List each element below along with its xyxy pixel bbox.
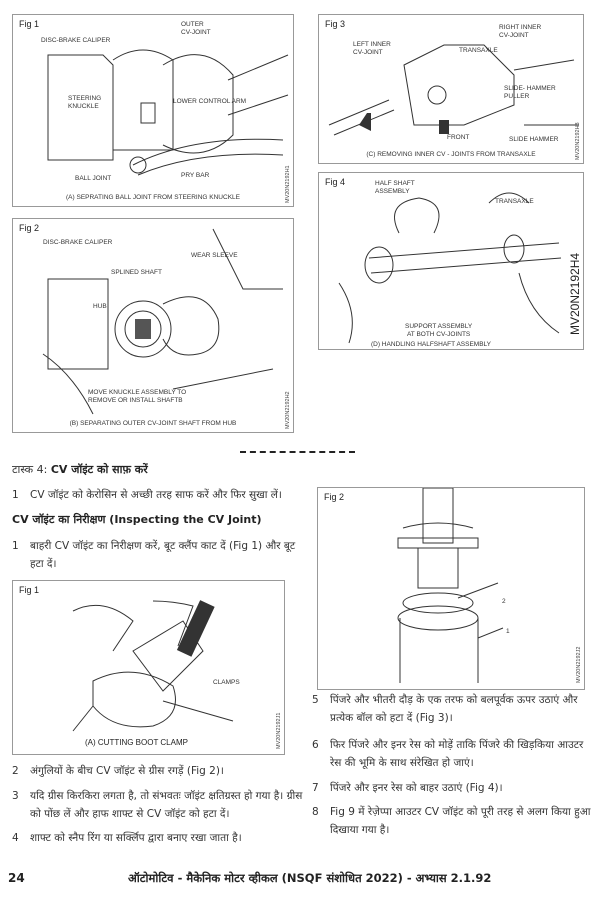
label-pry-bar: PRY BAR <box>181 172 210 179</box>
figure-cutting-boot-clamp: Fig 1 CLAMPS (A) CUTTING BOOT CLAMP MV20… <box>12 580 285 755</box>
hub-illustration <box>42 228 283 415</box>
figure-code: MV20N2192J2 <box>576 646 582 683</box>
figure-caption: (A) SEPRATING BALL JOINT FROM STEERING K… <box>66 194 240 201</box>
figure-caption: (D) HANDLING HALFSHAFT ASSEMBLY <box>370 341 492 348</box>
figure-code: MV20N2192H4 <box>568 252 582 335</box>
right-step: 5 पिंजरे और भीतरी दौड़ के एक तरफ को बलपू… <box>312 691 597 727</box>
right-step: 6 फिर पिंजरे और इनर रेस को मोड़ें ताकि प… <box>312 736 597 772</box>
transaxle-illustration <box>328 44 579 136</box>
label-slide-hammer: SLIDE HAMMER <box>509 136 559 143</box>
step-text: फिर पिंजरे और इनर रेस को मोड़ें ताकि पिं… <box>330 739 584 769</box>
figure-code: MV20N2192H2 <box>285 391 291 429</box>
label-steering-knuckle: STEERING KNUCKLE <box>68 95 102 110</box>
page-number: 24 <box>8 871 25 885</box>
step-number: 1 <box>12 489 19 501</box>
footer-title: ऑटोमोटिव - मैकेनिक मोटर व्हीकल (NSQF संश… <box>128 871 492 885</box>
label-move-knuckle: MOVE KNUCKLE ASSEMBLY TO REMOVE OR INSTA… <box>88 389 187 404</box>
step-text: यदि ग्रीस किरकिरा लगता है, तो संभवतः जॉइ… <box>30 790 303 820</box>
boot-clamp-illustration <box>72 600 234 732</box>
task-step: 1 CV जॉइंट को केरोसिन से अच्छी तरह साफ क… <box>12 486 302 504</box>
section-divider <box>240 451 355 453</box>
figure-2-outer-cv-joint: Fig 2 DISC-BRAKE CALIPER WEAR SLEEVE SPL… <box>12 218 294 433</box>
right-step: 7 पिंजरे और इनर रेस को बाहर उठाएं (Fig 4… <box>312 779 597 797</box>
step-number: 7 <box>312 782 319 794</box>
callout-2: 2 <box>502 598 506 605</box>
label-support-assembly: SUPPORT ASSEMBLY AT BOTH CV-JOINTS <box>405 323 473 338</box>
label-half-shaft-assembly: HALF SHAFT ASSEMBLY <box>375 180 415 195</box>
label-wear-sleeve: WEAR SLEEVE <box>191 252 238 259</box>
left-step: 1 बाहरी CV जॉइंट का निरीक्षण करें, बूट क… <box>12 537 297 573</box>
label-disc-brake-caliper: DISC-BRAKE CALIPER <box>43 239 113 246</box>
figure-4-halfshaft: Fig 4 HALF SHAFT ASSEMBLY TRANSAXLE SUPP… <box>318 172 584 350</box>
figure-title: Fig 1 <box>19 585 40 595</box>
figure-code: MV20N2192J1 <box>276 712 282 749</box>
step-text: CV जॉइंट को केरोसिन से अच्छी तरह साफ करे… <box>30 489 282 501</box>
label-ball-joint: BALL JOINT <box>75 175 112 182</box>
figure-code: MV20N2192H1 <box>285 165 291 203</box>
label-left-inner-cv-joint: LEFT INNER CV-JOINT <box>353 41 391 56</box>
step-number: 8 <box>312 806 319 818</box>
figure-1-ball-joint: Fig 1 DISC-BRAKE CALIPER OUTER CV-JOINT … <box>12 14 294 207</box>
callout-1: 1 <box>506 628 510 635</box>
step-number: 3 <box>12 790 19 802</box>
label-splined-shaft: SPLINED SHAFT <box>111 269 162 276</box>
label-transaxle: TRANSAXLE <box>459 47 498 54</box>
label-front: FRONT <box>447 134 470 141</box>
step-number: 2 <box>12 765 19 777</box>
label-hub: HUB <box>93 303 107 310</box>
step-number: 1 <box>12 540 19 552</box>
figure-cv-joint-press: Fig 2 2 1 MV20N2192J2 <box>317 487 585 690</box>
step-text: पिंजरे और भीतरी दौड़ के एक तरफ को बलपूर्… <box>330 694 578 724</box>
figure-caption: (C) REMOVING INNER CV - JOINTS FROM TRAN… <box>366 151 536 158</box>
task-heading: टास्क 4: CV जॉइंट को साफ़ करें <box>12 461 148 479</box>
figure-caption: (B) SEPARATING OUTER CV-JOINT SHAFT FROM… <box>69 420 237 427</box>
step-number: 5 <box>312 694 319 706</box>
label-disc-brake-caliper: DISC-BRAKE CALIPER <box>41 37 111 44</box>
step-number: 4 <box>12 832 19 844</box>
step-number: 6 <box>312 739 319 751</box>
label-clamps: CLAMPS <box>213 679 240 686</box>
step-text: शाफ्ट को स्नैप रिंग या सर्क्लिप द्वारा ब… <box>30 832 242 844</box>
step-text: Fig 9 में रेज़ेप्पा आउटर CV जॉइंट को पूर… <box>330 806 591 836</box>
figure-title: Fig 2 <box>19 223 40 233</box>
task-prefix: टास्क 4: <box>12 463 48 476</box>
step-text: अंगुलियों के बीच CV जॉइंट से ग्रीस रगड़े… <box>30 765 224 777</box>
ball-joint-illustration <box>47 49 289 176</box>
figure-title: Fig 4 <box>325 177 346 187</box>
left-step: 3 यदि ग्रीस किरकिरा लगता है, तो संभवतः ज… <box>12 787 312 823</box>
figure-code: MV20N2192H3 <box>575 122 581 160</box>
figure-caption: (A) CUTTING BOOT CLAMP <box>83 738 190 747</box>
cv-joint-illustration <box>397 488 504 683</box>
step-text: पिंजरे और इनर रेस को बाहर उठाएं (Fig 4)। <box>330 782 503 794</box>
label-transaxle: TRANSAXLE <box>495 198 534 205</box>
label-lower-control-arm: LOWER CONTROL ARM <box>173 98 247 105</box>
task-title: CV जॉइंट को साफ़ करें <box>50 463 148 476</box>
figure-3-inner-cv-joints: Fig 3 LEFT INNER CV-JOINT TRANSAXLE RIGH… <box>318 14 584 164</box>
section-heading: CV जॉइंट का निरीक्षण (Inspecting the CV … <box>12 513 262 526</box>
figure-title: Fig 3 <box>325 19 346 29</box>
figure-title: Fig 2 <box>324 492 345 502</box>
figure-title: Fig 1 <box>19 19 40 29</box>
label-right-inner-cv-joint: RIGHT INNER CV-JOINT <box>499 24 542 39</box>
label-outer-cv-joint: OUTER CV-JOINT <box>181 21 211 36</box>
left-step: 2 अंगुलियों के बीच CV जॉइंट से ग्रीस रगड… <box>12 762 302 780</box>
step-text: बाहरी CV जॉइंट का निरीक्षण करें, बूट क्ल… <box>30 540 296 570</box>
left-step: 4 शाफ्ट को स्नैप रिंग या सर्क्लिप द्वारा… <box>12 829 302 847</box>
right-step: 8 Fig 9 में रेज़ेप्पा आउटर CV जॉइंट को प… <box>312 803 597 839</box>
halfshaft-illustration <box>338 192 562 344</box>
label-slide-hammer-puller: SLIDE- HAMMER PULLER <box>504 85 556 100</box>
